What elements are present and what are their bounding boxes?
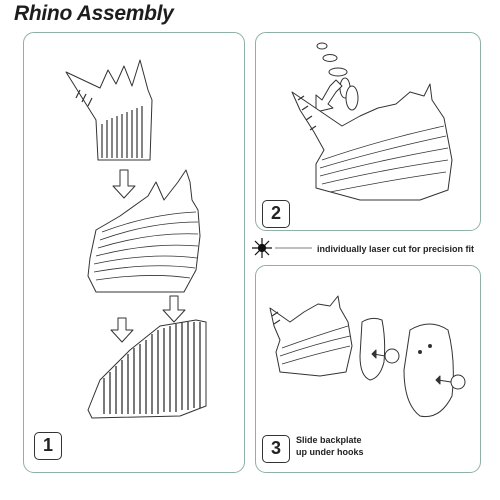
large-backplate-drawing <box>403 323 454 418</box>
step-3-caption: Slide backplate up under hooks <box>296 434 416 458</box>
pointer-circle <box>384 348 400 364</box>
assembled-head-drawing <box>87 169 201 293</box>
down-arrow-icon <box>162 295 186 323</box>
step-2-head-drawing <box>291 83 453 201</box>
diagonal-arrow-icon <box>315 79 343 113</box>
horn-pieces-drawing <box>65 59 153 161</box>
step-3-head-drawing <box>269 295 353 377</box>
laser-note: individually laser cut for precision fit <box>317 244 475 254</box>
page-title: Rhino Assembly <box>14 2 174 25</box>
step-1-number: 1 <box>34 432 62 460</box>
laser-icon <box>252 238 272 258</box>
small-backplate-drawing <box>359 317 386 381</box>
step-3-number: 3 <box>262 435 290 463</box>
step-3-caption-line-1: Slide backplate <box>296 435 362 445</box>
pointer-circle <box>450 374 466 390</box>
step-2-number: 2 <box>262 200 290 228</box>
down-arrow-icon <box>110 317 134 343</box>
down-arrow-icon <box>112 169 136 199</box>
step-3-caption-line-2: up under hooks <box>296 447 364 457</box>
rib-slices-drawing <box>87 319 207 419</box>
